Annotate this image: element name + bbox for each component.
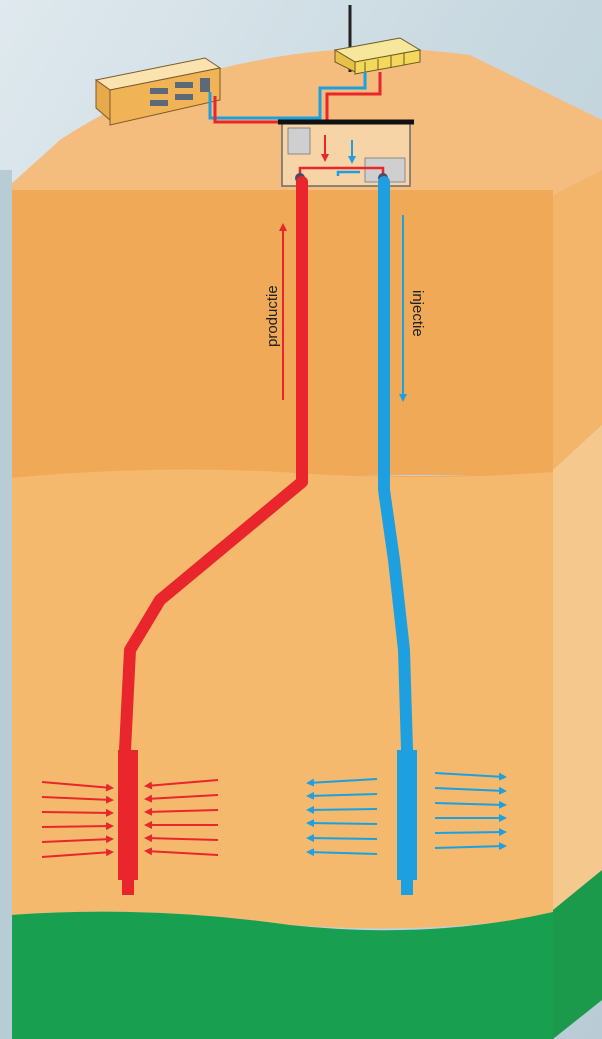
- production-well-screen: [118, 750, 138, 880]
- lower-layer: [10, 470, 553, 929]
- injection-well-screen: [397, 750, 417, 880]
- injection-well-tip: [401, 880, 413, 895]
- upper-layer: [10, 190, 553, 475]
- aquifer-base-layer: [10, 912, 553, 1039]
- production-label: productie: [264, 285, 281, 347]
- heat-exchanger-station-icon: [278, 122, 414, 186]
- side-face-upper: [553, 170, 602, 470]
- production-well-tip: [122, 880, 134, 895]
- side-face-lower: [553, 425, 602, 910]
- left-edge: [0, 170, 12, 1039]
- injection-label: injectie: [409, 290, 426, 337]
